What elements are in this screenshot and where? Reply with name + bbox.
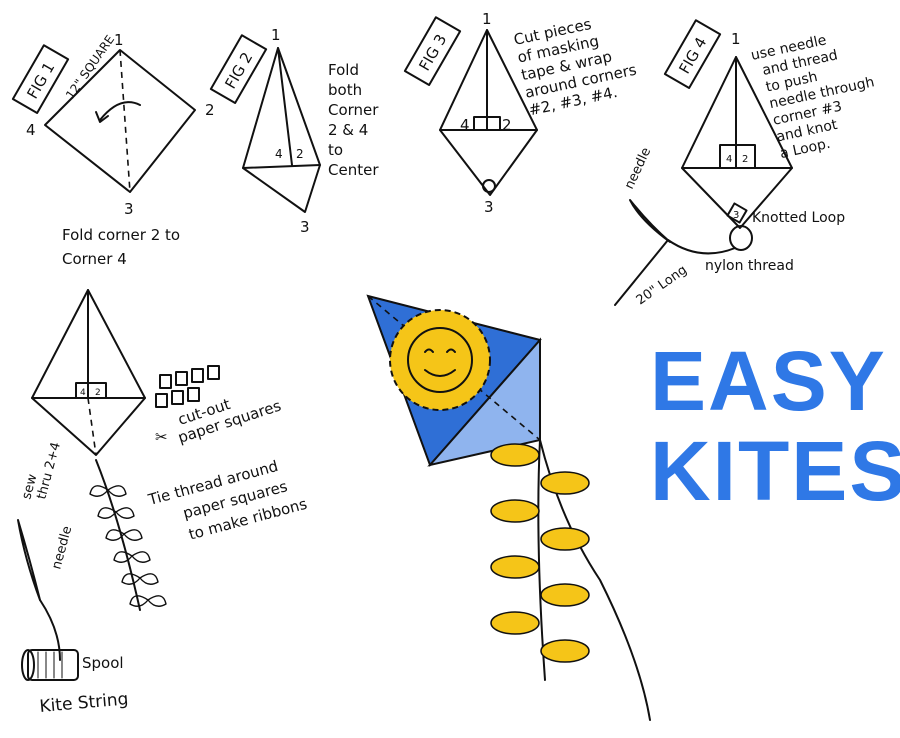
paper-squares-icon: [155, 365, 220, 408]
ribbon: [129, 595, 167, 607]
fold-line: [119, 49, 131, 193]
fig-1-caption-line: Corner 4: [62, 250, 127, 268]
fig-4-label: FIG 4: [675, 34, 710, 77]
ribbon: [540, 527, 590, 551]
title-line-kites: KITES: [650, 424, 900, 518]
corner-1: 1: [482, 10, 492, 28]
knotted-loop-icon: [729, 225, 753, 251]
fig-2-caption: Fold both Corner 2 & 4 to Center: [328, 61, 379, 179]
corner-1: 1: [731, 30, 741, 48]
kite-tail: [537, 439, 546, 681]
fig-3: FIG 3 1 4 2 3 Cut pieces of masking tape…: [403, 10, 638, 216]
corner-2: 2: [205, 101, 215, 119]
nylon-thread: [667, 239, 736, 255]
ribbon-thread: [95, 459, 141, 611]
paper-ribbons: [89, 485, 167, 607]
yellow-ribbons: [490, 443, 590, 663]
fig-3-caption: Cut pieces of masking tape & wrap around…: [512, 15, 638, 119]
thread-length-label: 20" Long: [634, 263, 690, 309]
ribbon: [113, 551, 151, 563]
corner-4: 4: [80, 388, 86, 398]
fig-1-caption-line: Fold corner 2 to: [62, 226, 180, 244]
corner-4: 4: [726, 154, 732, 165]
corner-2: 2: [95, 388, 101, 398]
corner-3: 3: [484, 198, 494, 216]
sew-label: sew: [19, 472, 40, 501]
caption-line: to: [328, 141, 343, 159]
fig-3-label: FIG 3: [415, 31, 450, 74]
needle-icon: [17, 519, 41, 601]
sew-label: thru 2+4: [34, 441, 64, 501]
fig-4-caption: use needle and thread to push needle thr…: [750, 32, 876, 162]
fig-1-size: 12" SQUARE: [63, 33, 117, 102]
fig-1: FIG 1 12" SQUARE 1 2 3 4 Fold corner 2 t…: [11, 31, 215, 268]
caption-line: both: [328, 81, 362, 99]
ribbon: [490, 499, 540, 523]
folded-kite: [681, 56, 793, 229]
ribbon: [540, 583, 590, 607]
corner-4: 4: [26, 121, 36, 139]
tie-caption: Tie thread around paper squares to make …: [145, 457, 309, 544]
corner-3: 3: [300, 218, 310, 236]
spool-icon: [21, 649, 79, 681]
fig-2-label: FIG 2: [221, 49, 256, 92]
ribbon: [490, 611, 540, 635]
corner-4: 4: [275, 147, 283, 161]
fig-1-label-box: FIG 1: [11, 44, 70, 114]
scissors-icon: ✂: [155, 428, 168, 446]
folded-kite: [439, 29, 538, 196]
kite-string-label: Kite String: [39, 689, 130, 717]
ribbon: [540, 471, 590, 495]
corner-3: 3: [124, 200, 134, 218]
finished-kite: [366, 294, 651, 721]
corner-4: 4: [460, 116, 470, 134]
ribbon: [490, 443, 540, 467]
ribbon: [490, 555, 540, 579]
ribbon: [105, 529, 143, 541]
corner-1: 1: [271, 26, 281, 44]
square-paper: [44, 49, 196, 193]
needle-label: needle: [49, 525, 75, 571]
corner-2: 2: [296, 147, 304, 161]
spool-label: Spool: [82, 654, 124, 672]
sun-icon: [389, 309, 491, 411]
title-line-easy: EASY: [650, 334, 887, 428]
caption-line: Fold: [328, 61, 359, 79]
caption-line: 2 & 4: [328, 121, 368, 139]
ribbon: [89, 485, 127, 497]
caption-line: Corner: [328, 101, 379, 119]
fig-5-tail-assembly: 4 2 sew thru 2+4 ✂ cut-out paper squares…: [17, 289, 309, 717]
tape-piece: [482, 179, 496, 193]
corner-1: 1: [114, 31, 124, 49]
folded-kite: [242, 47, 321, 213]
caption-line: Center: [328, 161, 379, 179]
ribbon: [121, 573, 159, 585]
kite-string: [39, 599, 61, 661]
corner-3: 3: [733, 210, 739, 221]
ribbon: [97, 507, 135, 519]
fig-4: FIG 4 4 2 1 3 use needle and thread to p…: [614, 19, 876, 309]
tape-piece: [473, 116, 501, 131]
needle-label: needle: [622, 145, 654, 191]
needle-icon: [629, 199, 671, 243]
knotted-loop-label: Knotted Loop: [752, 210, 845, 226]
corner-2: 2: [502, 116, 512, 134]
nylon-thread-label: nylon thread: [705, 258, 794, 274]
ribbon: [540, 639, 590, 663]
fold-arrow-icon: [99, 101, 141, 121]
corner-2: 2: [742, 154, 748, 165]
fig-2: FIG 2 1 4 2 3 Fold both Corner 2 & 4 to …: [209, 26, 379, 236]
easy-kites-title: EASY KITES: [650, 334, 900, 518]
fig-1-label: FIG 1: [23, 59, 58, 102]
